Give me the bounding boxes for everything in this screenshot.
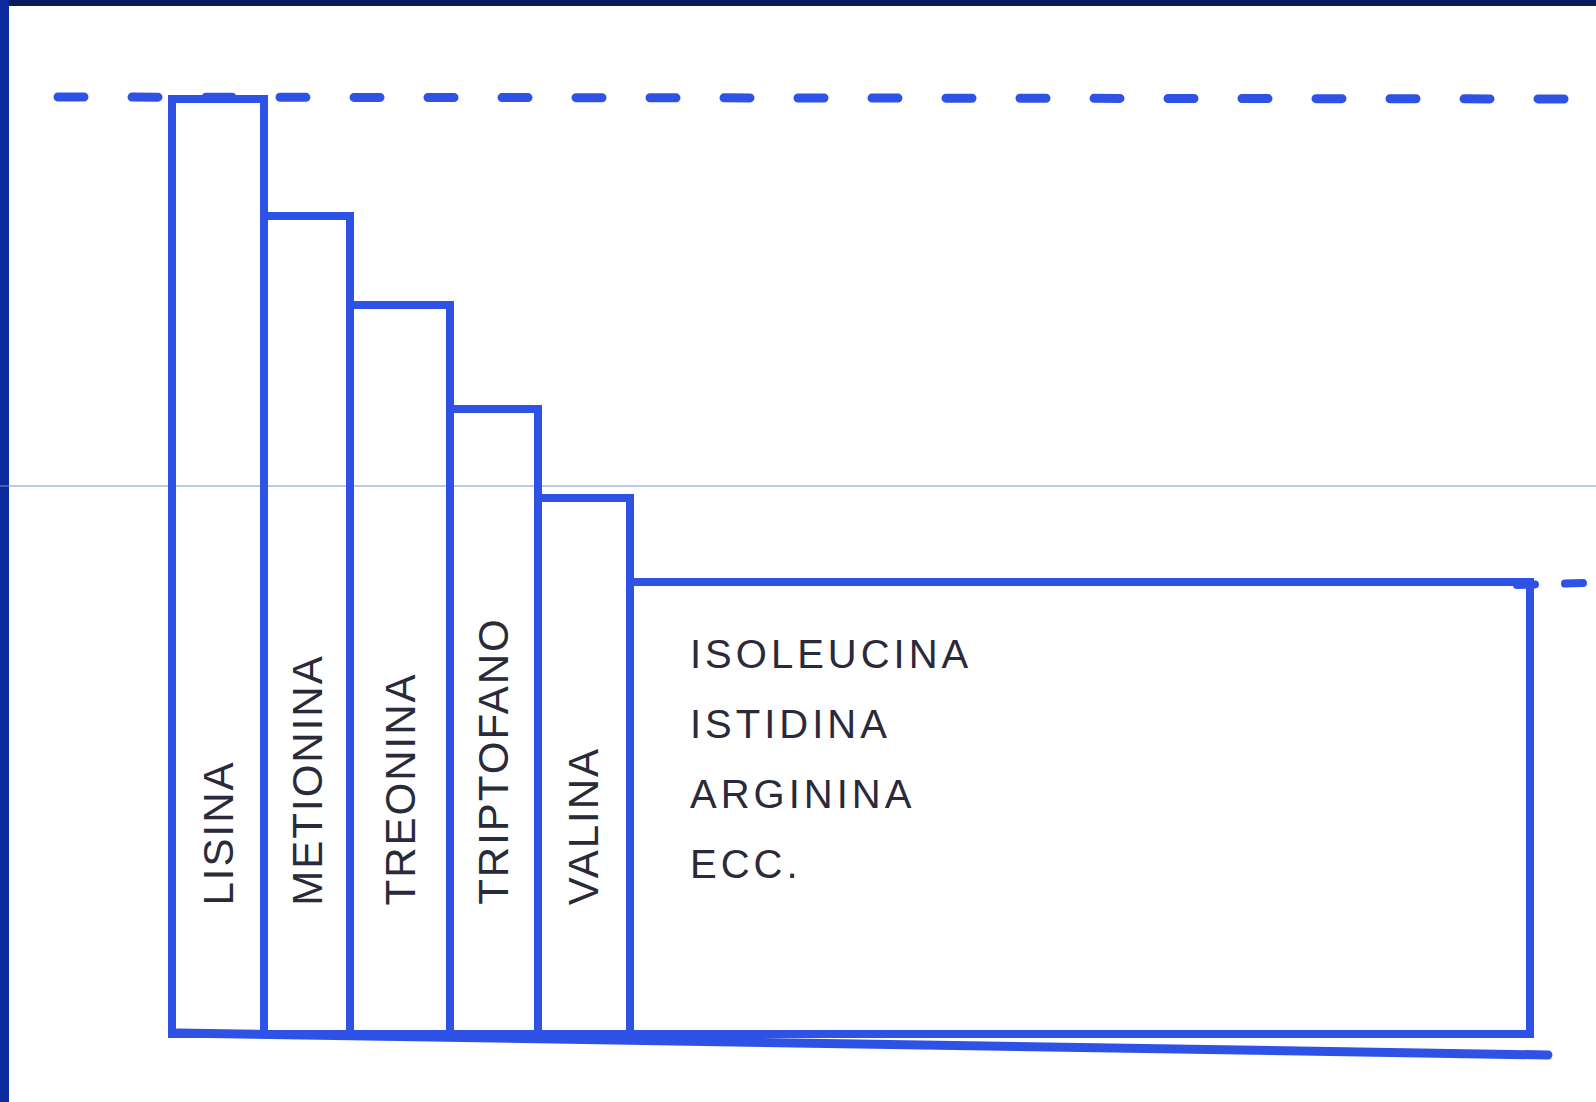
amino-acid-name: ECC. <box>690 844 1526 884</box>
amino-acid-box: ISOLEUCINA ISTIDINA ARGININA ECC. <box>626 578 1534 1038</box>
amino-acid-name: ISTIDINA <box>690 704 1526 744</box>
amino-acid-bar: TRIPTOFANO <box>446 405 542 1038</box>
amino-acid-bar: TREONINA <box>346 301 454 1038</box>
guide-line <box>0 485 1596 486</box>
amino-acid-name: ARGININA <box>690 774 1526 814</box>
amino-acid-bar: VALINA <box>534 494 634 1038</box>
bar-label: METIONINA <box>286 654 328 905</box>
bar-label: LISINA <box>197 760 239 905</box>
slide-border <box>0 0 9 1102</box>
slide-border <box>0 0 1596 6</box>
bar-label: TREONINA <box>379 672 421 905</box>
bar-label: TRIPTOFANO <box>473 617 515 905</box>
amino-acid-bar: LISINA <box>168 95 268 1038</box>
amino-acid-name: ISOLEUCINA <box>690 634 1526 674</box>
amino-acid-bar: METIONINA <box>260 212 354 1038</box>
maximum-dashed-line <box>58 97 1585 99</box>
bar-label: VALINA <box>563 747 605 905</box>
